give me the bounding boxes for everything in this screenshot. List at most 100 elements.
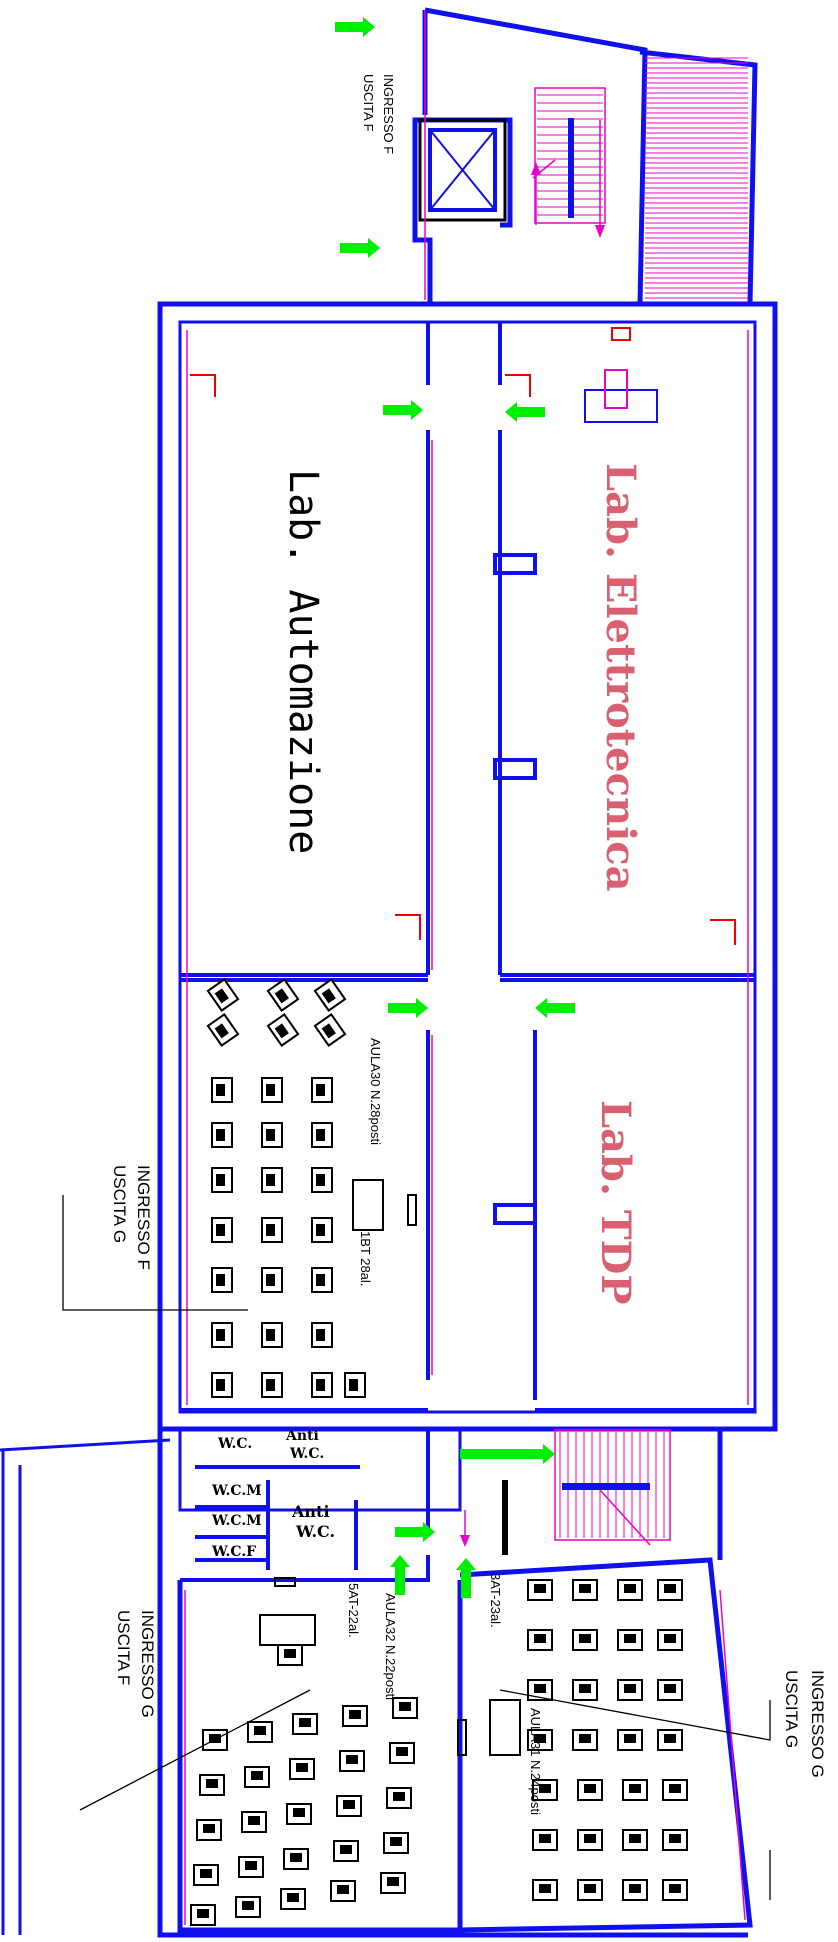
top-stair-bar <box>568 118 574 218</box>
student-desk <box>344 1372 366 1398</box>
desk-chair <box>387 1877 399 1886</box>
desk-chair <box>266 1274 275 1286</box>
aula30-label: AULA30 N.28posti <box>368 1038 383 1145</box>
desk-chair <box>624 1584 636 1593</box>
student-desk <box>617 1579 643 1601</box>
desk-chair <box>349 1710 361 1719</box>
desk-chair <box>390 1837 402 1846</box>
student-desk <box>247 1721 273 1743</box>
desk-chair <box>248 1816 260 1825</box>
desk-chair <box>203 1824 215 1833</box>
student-desk <box>532 1829 558 1851</box>
teacher-desk-aula31 <box>489 1699 521 1756</box>
student-desk <box>657 1629 683 1651</box>
student-desk <box>662 1779 688 1801</box>
student-desk <box>622 1829 648 1851</box>
pillar-2 <box>493 758 537 780</box>
student-desk <box>196 1819 222 1841</box>
desk-chair <box>214 988 229 1004</box>
desk-chair <box>584 1784 596 1793</box>
exit-arrow <box>505 402 545 422</box>
desk-chair <box>266 1224 275 1236</box>
student-desk <box>211 1077 233 1103</box>
leader-bottom-right <box>499 1689 771 1741</box>
desk-chair <box>216 1329 225 1341</box>
student-desk <box>527 1729 553 1751</box>
bottom-stairs-outline <box>554 1429 671 1541</box>
pillar-3 <box>493 1203 537 1225</box>
exit-arrow <box>535 998 575 1018</box>
desk-chair <box>321 1023 336 1039</box>
exit-arrow <box>335 17 375 37</box>
student-desk <box>622 1879 648 1901</box>
stair-arrowhead-down <box>595 225 605 238</box>
desk-chair <box>321 988 336 1004</box>
desk-chair <box>293 1808 305 1817</box>
desk-chair <box>579 1584 591 1593</box>
student-desk <box>527 1679 553 1701</box>
desk-chair <box>242 1901 254 1910</box>
pillar-1 <box>493 553 537 575</box>
student-desk <box>244 1766 270 1788</box>
aula32-label: AULA32 N.22posti <box>383 1593 398 1700</box>
student-desk <box>313 978 347 1012</box>
desk-chair <box>539 1834 551 1843</box>
desks <box>190 978 688 1926</box>
student-desk <box>572 1579 598 1601</box>
exit-arrow <box>456 1558 476 1598</box>
anti-wc-bottom-label: Anti <box>292 1502 330 1521</box>
student-desk <box>211 1167 233 1193</box>
leader-lines <box>62 1195 771 1900</box>
desk-chair <box>216 1084 225 1096</box>
student-desk <box>266 978 300 1012</box>
desk-chair <box>579 1634 591 1643</box>
student-desk <box>238 1856 264 1878</box>
student-desk <box>380 1872 406 1894</box>
desk-chair <box>664 1734 676 1743</box>
student-desk <box>617 1679 643 1701</box>
desk-chair <box>340 1845 352 1854</box>
left-annex-top-wall <box>0 1438 171 1452</box>
student-desk <box>311 1267 333 1293</box>
desk-chair <box>624 1734 636 1743</box>
student-desk <box>311 1217 333 1243</box>
aula30-class-label: 1BT 28al. <box>358 1231 373 1287</box>
desk-chair <box>266 1129 275 1141</box>
student-desk <box>292 1713 318 1735</box>
desk-chair <box>214 1023 229 1039</box>
inner-walls <box>180 322 755 1582</box>
green-arrows <box>335 17 575 1598</box>
desk-chair <box>316 1379 325 1391</box>
student-desk <box>283 1848 309 1870</box>
window-strip-bottom-right <box>719 1589 746 1921</box>
desk-chair <box>393 1792 405 1801</box>
wc-block-wall <box>178 1428 462 1512</box>
desk-chair <box>343 1800 355 1809</box>
student-desk <box>662 1829 688 1851</box>
desk-chair <box>197 1909 209 1918</box>
student-desk <box>193 1864 219 1886</box>
top-stairs-outline <box>534 87 606 224</box>
student-desk <box>311 1077 333 1103</box>
exit-arrow <box>340 238 380 258</box>
wcm-label-2: W.C.M <box>212 1513 262 1529</box>
student-desk <box>311 1122 333 1148</box>
student-desk <box>211 1372 233 1398</box>
red-mark-4 <box>710 919 736 945</box>
red-mark-3 <box>395 914 421 940</box>
exit-top-line1: INGRESSO F <box>381 74 396 155</box>
student-desk <box>577 1879 603 1901</box>
aula32-wall <box>177 1580 463 1933</box>
student-desk <box>572 1629 598 1651</box>
blackboard-aula32 <box>274 1577 296 1587</box>
student-desk <box>261 1267 283 1293</box>
student-desk <box>577 1779 603 1801</box>
exit-br-line2: USCITA G <box>782 1670 801 1749</box>
exit-bl-line2: USCITA F <box>114 1610 133 1686</box>
desk-chair <box>624 1684 636 1693</box>
aula31-wall <box>459 1557 753 1933</box>
student-desk <box>211 1322 233 1348</box>
desk-chair <box>669 1784 681 1793</box>
student-desk <box>532 1779 558 1801</box>
